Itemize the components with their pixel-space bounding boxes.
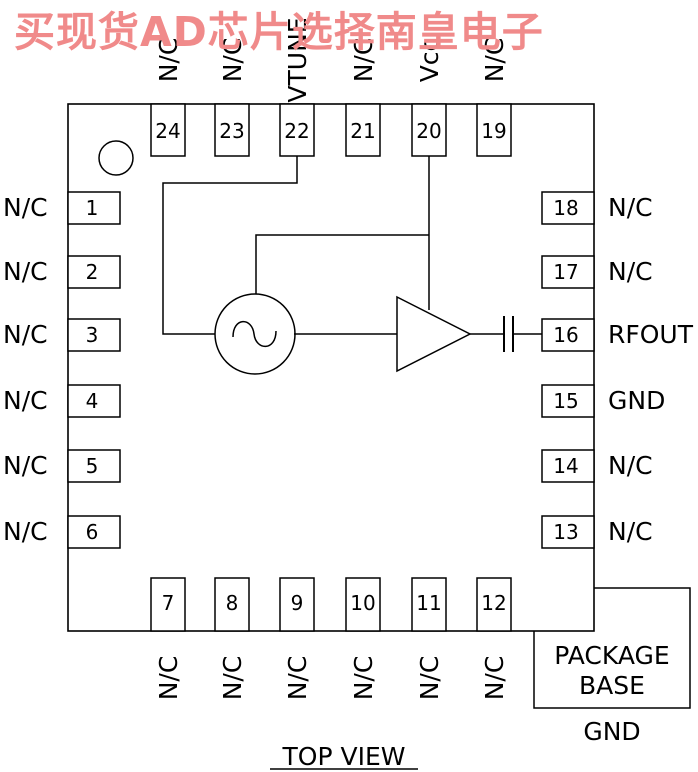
pin-box-top <box>214 103 250 157</box>
pin-label-right: GND <box>608 386 665 415</box>
top-view-label: TOP VIEW <box>282 742 406 771</box>
pin-label-bottom: N/C <box>415 656 444 701</box>
package-base-label-line2: BASE <box>579 671 645 700</box>
capacitor-icon <box>503 316 514 352</box>
pin-box-right <box>541 515 595 549</box>
pin-label-bottom: N/C <box>480 656 509 701</box>
pin-number: 17 <box>553 260 578 284</box>
pin-box-bottom <box>345 577 381 632</box>
pin-box-bottom <box>214 577 250 632</box>
pin-number: 22 <box>284 119 309 143</box>
pin-label-top: N/C <box>218 38 247 83</box>
pin-number: 11 <box>416 591 441 615</box>
pin-label-top: N/C <box>349 38 378 83</box>
pin-number: 23 <box>219 119 244 143</box>
pin-label-left: N/C <box>3 386 48 415</box>
pin-number: 10 <box>350 591 375 615</box>
pin-number: 2 <box>86 260 99 284</box>
pin1-marker-circle <box>98 140 134 176</box>
pin-box-left <box>67 191 121 225</box>
pin-number: 6 <box>86 520 99 544</box>
pin-box-top <box>345 103 381 157</box>
pin-box-left <box>67 384 121 418</box>
package-base-gnd-label: GND <box>583 717 640 746</box>
pin-label-left: N/C <box>3 193 48 222</box>
pin-box-bottom <box>279 577 315 632</box>
pin-label-left: N/C <box>3 451 48 480</box>
oscillator-symbol-icon <box>214 293 296 375</box>
pin-number: 18 <box>553 196 578 220</box>
watermark-text: 买现货AD芯片选择南皇电子 <box>14 8 544 56</box>
amplifier-triangle-icon <box>396 295 472 373</box>
package-base-outline <box>533 587 691 709</box>
pin-label-bottom: N/C <box>283 656 312 701</box>
pin-box-right <box>541 449 595 483</box>
pin-label-left: N/C <box>3 517 48 546</box>
pin-number: 3 <box>86 323 99 347</box>
pin-number: 7 <box>162 591 175 615</box>
pin-number: 1 <box>86 196 99 220</box>
pin-number: 8 <box>226 591 239 615</box>
pin-label-bottom: N/C <box>218 656 247 701</box>
pin-box-right <box>541 191 595 225</box>
pin-box-top <box>476 103 512 157</box>
pin-box-right <box>541 384 595 418</box>
pin-label-top: Vcc <box>415 38 444 83</box>
pin-number: 14 <box>553 454 578 478</box>
pin-number: 4 <box>86 389 99 413</box>
pin-box-left <box>67 449 121 483</box>
pin-label-left: N/C <box>3 320 48 349</box>
pin-box-bottom <box>411 577 447 632</box>
pin-box-bottom <box>150 577 186 632</box>
vco-supply-trace <box>255 234 429 294</box>
pin-label-left: N/C <box>3 257 48 286</box>
pin-number: 16 <box>553 323 578 347</box>
pin-number: 20 <box>416 119 441 143</box>
pin-label-right: RFOUT <box>608 320 694 349</box>
vtune-trace <box>162 156 298 335</box>
pin-label-top: N/C <box>480 38 509 83</box>
pin-number: 21 <box>350 119 375 143</box>
pin-label-bottom: N/C <box>154 656 183 701</box>
pin-box-right <box>541 318 595 352</box>
pin-box-top <box>150 103 186 157</box>
pin-number: 24 <box>155 119 180 143</box>
pin-label-top: N/C <box>154 38 183 83</box>
package-base-label-line1: PACKAGE <box>554 641 669 670</box>
pin-number: 15 <box>553 389 578 413</box>
pin-label-right: N/C <box>608 257 653 286</box>
pin-label-right: N/C <box>608 517 653 546</box>
pin-number: 19 <box>481 119 506 143</box>
pin-number: 5 <box>86 454 99 478</box>
pin-number: 9 <box>291 591 304 615</box>
pin-box-left <box>67 255 121 289</box>
pin-label-top: VTUNE <box>283 17 312 102</box>
pin-box-right <box>541 255 595 289</box>
pin-label-right: N/C <box>608 193 653 222</box>
pin-box-left <box>67 515 121 549</box>
pin-label-bottom: N/C <box>349 656 378 701</box>
pin-number: 12 <box>481 591 506 615</box>
pin-number: 13 <box>553 520 578 544</box>
pin-label-right: N/C <box>608 451 653 480</box>
pin-box-top <box>279 103 315 157</box>
pin-box-left <box>67 318 121 352</box>
pin-box-top <box>411 103 447 157</box>
pin-box-bottom <box>476 577 512 632</box>
package-body <box>67 103 595 632</box>
internal-wiring <box>162 156 542 335</box>
